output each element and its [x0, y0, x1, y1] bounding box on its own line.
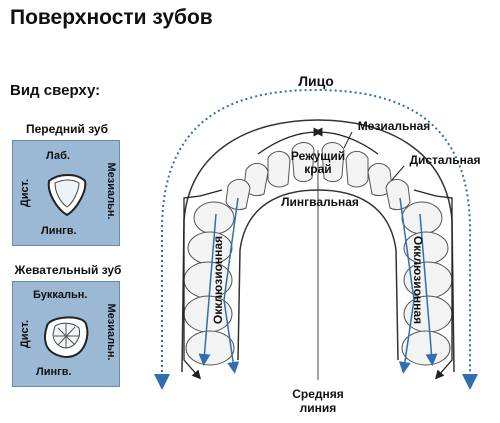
molar-icon: [43, 316, 89, 358]
midline-label-1: Средняя: [292, 387, 344, 401]
arch-outer-outline: [181, 119, 455, 373]
top-view-label: Вид сверху:: [10, 82, 101, 99]
right-occlusal-arrow: [398, 197, 415, 374]
arch-inner-outline: [237, 189, 399, 361]
lingual-label: Лингвальная: [281, 195, 359, 209]
face-dotted-arc: [161, 88, 478, 390]
distal-label: Дистальная: [409, 153, 480, 167]
front-tooth-panel: Лаб. Лингв. Дист. Мезиальн.: [12, 140, 120, 246]
chewing-tooth-lingual-label: Лингв.: [36, 366, 72, 378]
distal-pointer: [391, 165, 405, 181]
front-tooth-labial-label: Лаб.: [46, 150, 70, 162]
front-tooth-lingual-label: Лингв.: [41, 225, 77, 237]
incisal-label-2: край: [304, 162, 331, 176]
mesial-pointer: [343, 131, 353, 149]
right-molar-teeth: [401, 201, 453, 366]
front-tooth-caption: Передний зуб: [25, 122, 108, 136]
chewing-tooth-panel: Буккальн. Лингв. Дист. Мезиальн.: [12, 281, 120, 387]
right-occlusal-arrow-2: [419, 213, 438, 366]
chewing-tooth-buccal-label: Буккальн.: [33, 289, 88, 301]
incisor-teeth: [225, 142, 411, 211]
outer-left-dark-arrow: [183, 189, 223, 380]
incisal-label-1: Режущий: [291, 149, 345, 163]
left-occlusal-arrow: [223, 197, 240, 374]
left-molar-teeth: [183, 201, 235, 366]
chewing-tooth-caption: Жевательный зуб: [14, 263, 122, 277]
occlusal-right-label: Окклюзионная: [411, 236, 425, 324]
mesial-dark-arrow: [257, 127, 323, 155]
midline-label-2: линия: [300, 401, 337, 415]
mesial-dark-arrow-right: [313, 127, 379, 155]
occlusal-left-label: Окклюзионная: [211, 236, 225, 324]
outer-right-dark-arrow: [413, 189, 453, 380]
page-title: Поверхности зубов: [10, 6, 213, 29]
incisor-icon: [47, 174, 87, 217]
face-label: Лицо: [298, 73, 334, 89]
mesial-label: Мезиальная: [358, 119, 431, 133]
left-occlusal-arrow-2: [198, 213, 217, 366]
